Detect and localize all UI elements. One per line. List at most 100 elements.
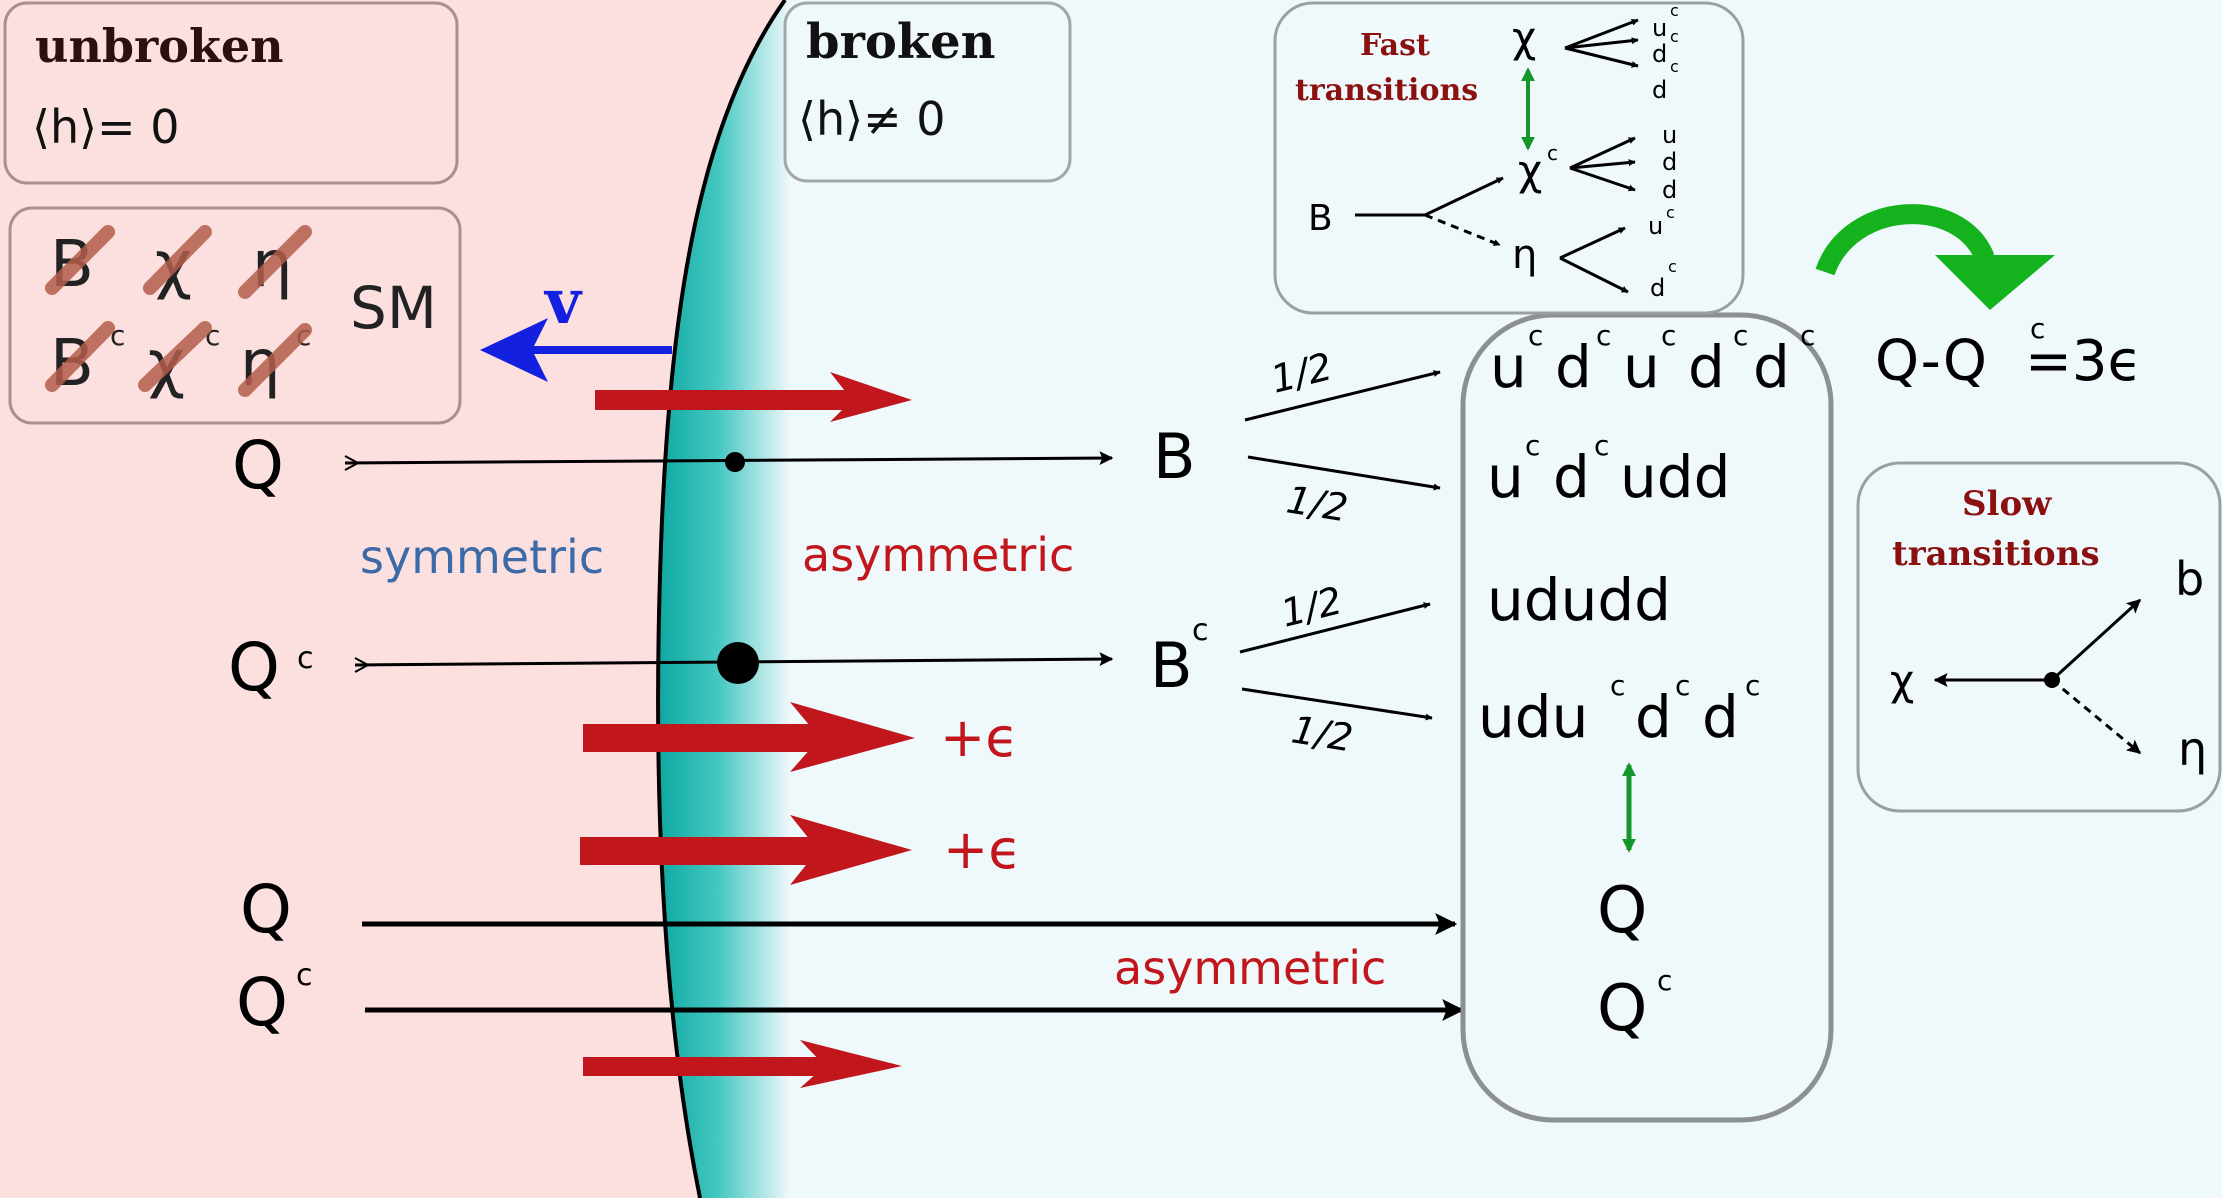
fast-b-to-chi [1424, 176, 1504, 217]
flux-arrow-1 [595, 372, 912, 422]
fast-title-2: transitions [1295, 73, 1478, 108]
svg-text:c: c [1670, 1, 1679, 20]
ratio-2: 1/2 [1284, 477, 1351, 530]
bc-decay-arrow-1 [1239, 602, 1431, 654]
final-state-row1-u: u [1490, 333, 1527, 401]
q-label-bottom: Q [240, 871, 292, 948]
final-state-row3: ududd [1487, 566, 1671, 634]
slow-transitions-box [1856, 461, 2222, 813]
svg-text:u: u [1652, 14, 1667, 42]
svg-text:c: c [1657, 964, 1672, 997]
qc-label-bottom: Q [236, 964, 288, 1041]
relation-sup: c [2030, 312, 2045, 345]
slow-title-2: transitions [1892, 534, 2100, 574]
relation-rhs: =3ϵ [2025, 329, 2142, 394]
plus-epsilon-2: +ϵ [943, 818, 1021, 881]
bc-hadron-label: B [1150, 629, 1193, 702]
final-states-box [1460, 312, 1834, 1123]
wall-velocity-arrowhead [480, 318, 548, 382]
final-state-q: Q [1597, 874, 1647, 948]
unbroken-box [3, 1, 459, 185]
svg-text:c: c [1745, 669, 1760, 702]
broken-box [783, 1, 1072, 183]
ratio-4: 1/2 [1289, 707, 1356, 760]
qc-line-tail [354, 657, 371, 673]
strike-bc [45, 321, 115, 392]
final-state-row2-d: d [1553, 443, 1590, 511]
qc-label-top: Q [228, 629, 280, 706]
svg-text:c: c [1661, 319, 1676, 352]
final-state-conjugate-marks: c c c c c c c c c c c [1525, 319, 1815, 997]
slow-b: b [2175, 552, 2204, 606]
flux-arrow-2 [583, 702, 915, 772]
wall-velocity-label: v [543, 265, 583, 338]
final-state-row2-udd: udd [1620, 443, 1730, 511]
final-state-row2-u: u [1487, 443, 1524, 511]
fast-chi-products: u d d u d d [1652, 14, 1677, 204]
fast-transitions-box [1273, 1, 1745, 315]
plus-epsilon-1: +ϵ [940, 706, 1018, 769]
final-state-qc: Q [1597, 972, 1647, 1046]
unbroken-title: unbroken [35, 19, 284, 73]
asymmetric-label-bottom: asymmetric [1114, 941, 1386, 995]
symmetric-label: symmetric [360, 530, 604, 584]
svg-text:c: c [1610, 669, 1625, 702]
broken-title: broken [806, 14, 996, 70]
strike-b [45, 225, 115, 295]
fast-chic-sup: c [1547, 141, 1558, 165]
slow-eta: η [2178, 722, 2207, 776]
strike-chic [138, 321, 212, 392]
slow-to-b [2050, 598, 2142, 682]
fast-eta-to-uc [1559, 226, 1626, 260]
fast-eta-to-dc [1559, 256, 1629, 294]
b-hadron-label: B [1153, 420, 1196, 493]
fast-chi: χ [1512, 13, 1536, 62]
bc-hadron-sup: c [1192, 613, 1209, 648]
svg-text:c: c [1596, 319, 1611, 352]
slow-title-1: Slow [1962, 484, 2052, 524]
final-state-row4-udu: udu [1478, 683, 1588, 751]
final-state-row1-d3: d [1753, 333, 1790, 401]
q-line-tail [344, 455, 361, 471]
b-decay-arrow-2 [1247, 455, 1441, 491]
svg-text:c: c [1668, 257, 1677, 276]
svg-text:u: u [1662, 121, 1677, 149]
fast-eta: η [1512, 232, 1537, 278]
final-states: u d u d d u d udd ududd udu d d Q Q [1478, 333, 1790, 1046]
fast-b: B [1308, 198, 1333, 239]
slow-to-eta [2051, 678, 2142, 755]
svg-text:c: c [1666, 203, 1675, 222]
final-state-row1-d: d [1555, 333, 1592, 401]
svg-text:d: d [1652, 76, 1667, 104]
final-state-row4-d2: d [1702, 683, 1739, 751]
final-state-row4-d: d [1635, 683, 1672, 751]
fast-eta-uc: u [1648, 212, 1663, 240]
flow-curved-arrowhead [1935, 255, 2055, 310]
svg-text:c: c [1800, 319, 1815, 352]
svg-text:d: d [1652, 40, 1667, 68]
asymmetric-label-top: asymmetric [802, 528, 1074, 582]
broken-vev: ⟨h⟩≠ 0 [798, 92, 945, 146]
species-box [8, 206, 462, 425]
strike-etac [238, 323, 312, 397]
relation-lhs: Q-Q [1875, 329, 1987, 394]
bc-decay-arrow-2 [1241, 687, 1433, 721]
svg-text:c: c [1670, 57, 1679, 76]
final-state-row1-u2: u [1623, 333, 1660, 401]
svg-text:c: c [1733, 319, 1748, 352]
fast-chic: χ [1518, 146, 1542, 195]
svg-text:c: c [1528, 319, 1543, 352]
flux-arrow-4 [583, 1040, 902, 1088]
flux-arrow-3 [580, 815, 912, 885]
fast-chi-decays [1564, 18, 1639, 192]
q-label-top: Q [232, 427, 284, 504]
fast-chi-product-marks: c c c [1670, 1, 1679, 76]
b-decay-arrow-1 [1244, 370, 1441, 422]
q-reflection-vertex [725, 452, 745, 472]
bubble-wall [658, 0, 790, 1198]
strike-eta [238, 225, 312, 299]
svg-text:c: c [1594, 429, 1609, 462]
flow-curved-arrow [1815, 204, 1995, 276]
